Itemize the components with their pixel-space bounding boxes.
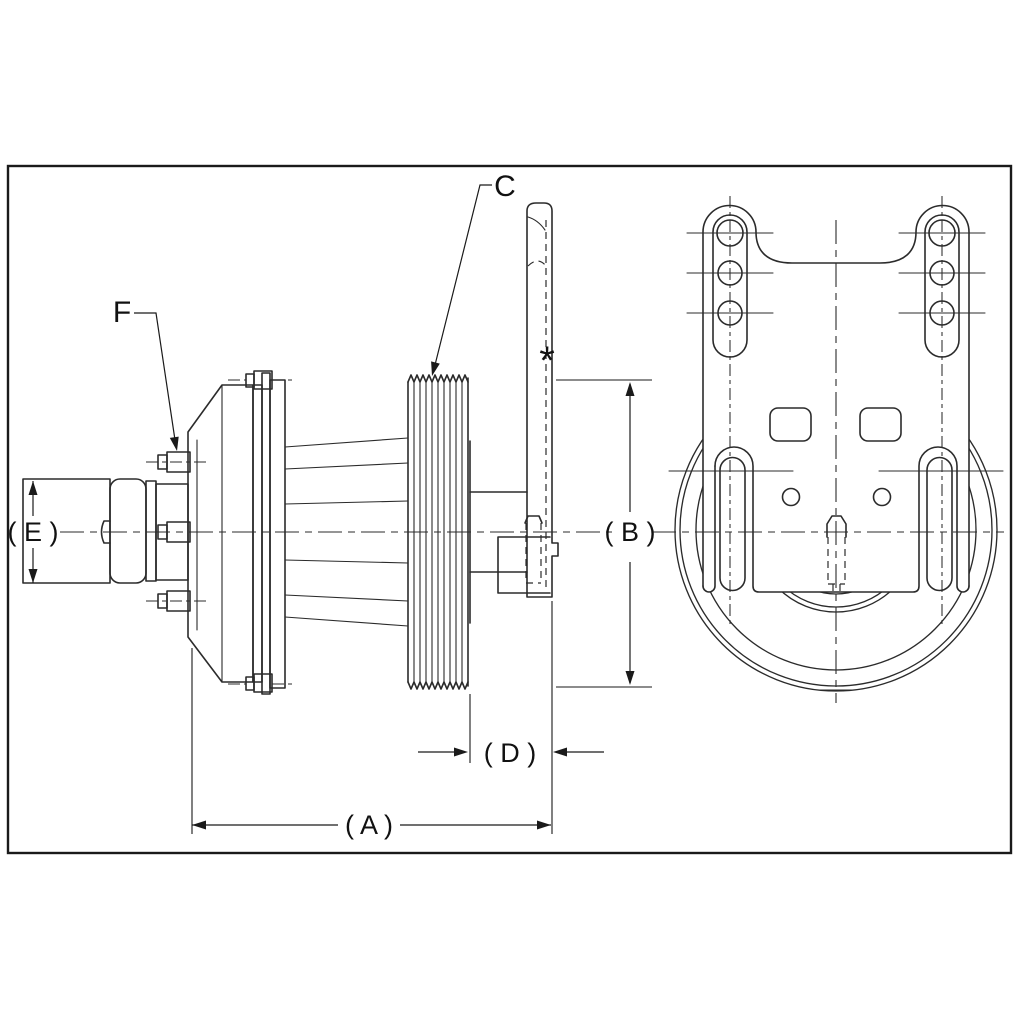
flange-bolt-bottom [228, 673, 296, 693]
right-rect-hole [859, 407, 902, 442]
bracket-right-arm-slot [926, 456, 953, 592]
side-view-fan-clutch: * [22, 202, 1004, 695]
leader-f: F [113, 296, 179, 451]
dim-label-a: ( A ) [345, 810, 393, 840]
leader-c: C [431, 170, 516, 376]
drive-cone-lines [284, 437, 409, 627]
dimension-b: ( B ) [556, 379, 656, 688]
left-ear-boss [712, 214, 748, 358]
flange-plates [252, 372, 286, 695]
right-ear-boss [924, 214, 960, 358]
front-view-bracket-pulley [668, 196, 1004, 703]
bracket-left-arm-slot [702, 446, 970, 593]
center-stud-front [826, 515, 847, 593]
flange-bolt-top [228, 370, 296, 390]
left-rect-hole [769, 407, 812, 442]
clutch-housing-drum [187, 384, 254, 683]
fan-hub [469, 491, 551, 594]
dimension-e: ( E ) [8, 481, 59, 583]
fan-blade-profile: * [526, 202, 559, 598]
dimensions: ( E ) ( B ) ( D ) [8, 170, 656, 840]
dimension-a: ( A ) [191, 601, 553, 840]
leader-label-c: C [494, 170, 516, 203]
dim-label-e: ( E ) [8, 517, 59, 547]
drawing-frame [6, 164, 1013, 855]
right-small-hole [872, 487, 892, 507]
asterisk-marker: * [539, 339, 555, 383]
shaft-center-tab [100, 520, 111, 544]
dim-label-b: ( B ) [605, 517, 656, 547]
leader-label-f: F [113, 296, 131, 329]
dimension-d: ( D ) [418, 694, 604, 768]
dim-label-d: ( D ) [484, 738, 536, 768]
left-small-hole [781, 487, 801, 507]
